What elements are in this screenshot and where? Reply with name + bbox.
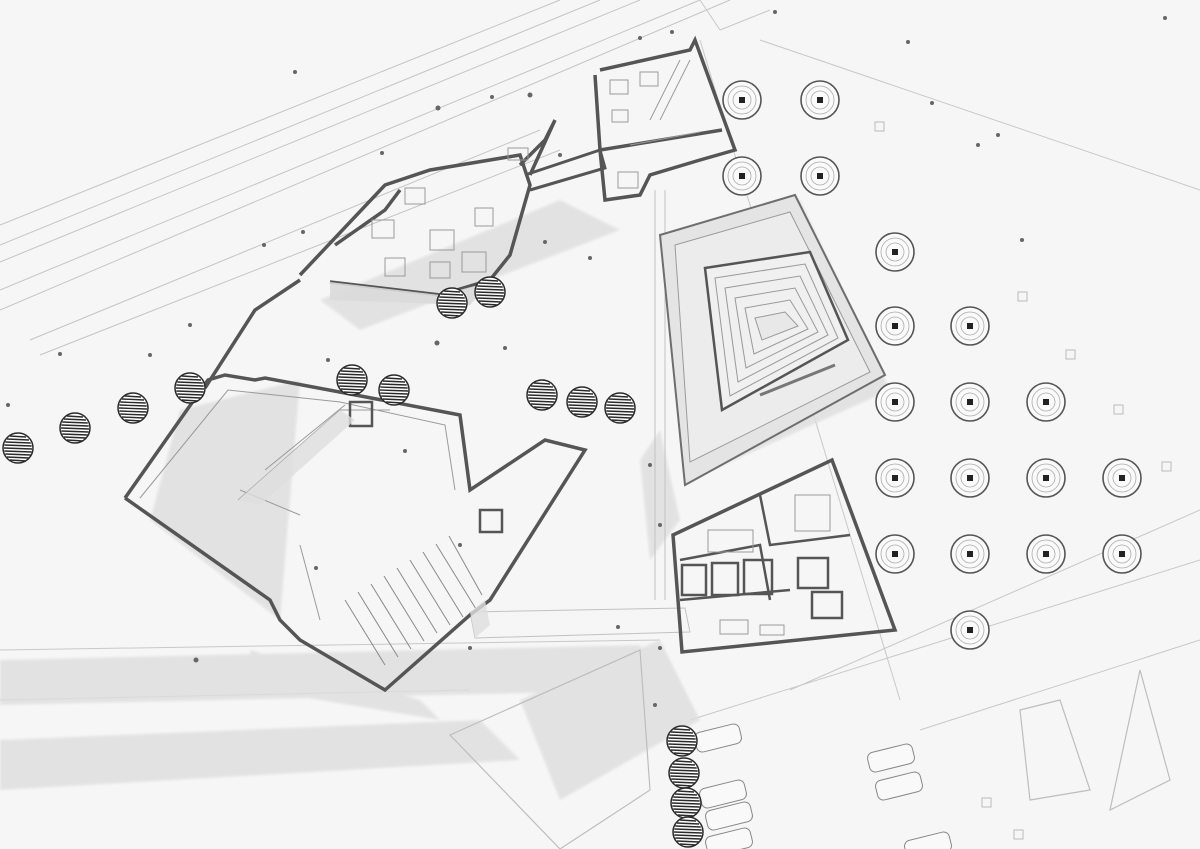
person-icon bbox=[262, 243, 266, 247]
person-icon bbox=[6, 403, 10, 407]
tree-icon bbox=[800, 156, 840, 196]
person-icon bbox=[468, 646, 472, 650]
tree-icon bbox=[436, 287, 468, 319]
tree-icon bbox=[950, 458, 990, 498]
tree-icon bbox=[336, 364, 368, 396]
tree-icon bbox=[474, 276, 506, 308]
tree-icon bbox=[117, 392, 149, 424]
person-icon bbox=[434, 340, 440, 346]
person-icon bbox=[773, 10, 777, 14]
tree-icon bbox=[604, 392, 636, 424]
person-icon bbox=[301, 230, 305, 234]
tree-icon bbox=[875, 534, 915, 574]
tree-icon bbox=[875, 458, 915, 498]
north-building-interior bbox=[371, 147, 529, 279]
person-icon bbox=[403, 449, 407, 453]
person-icon bbox=[653, 703, 657, 707]
se-office-interior bbox=[679, 494, 851, 620]
gallery-shadow bbox=[238, 410, 490, 638]
hatched-trees bbox=[2, 276, 704, 848]
tree-icon bbox=[526, 379, 558, 411]
person-icon bbox=[976, 143, 980, 147]
tree-icon bbox=[666, 725, 698, 757]
tree-icon bbox=[59, 412, 91, 444]
people-figures bbox=[6, 10, 1167, 707]
tree-icon bbox=[668, 757, 700, 789]
ne-pavilion bbox=[593, 35, 738, 202]
tree-icon bbox=[722, 156, 762, 196]
tree-icon bbox=[950, 306, 990, 346]
person-icon bbox=[543, 240, 547, 244]
person-icon bbox=[490, 95, 494, 99]
tree-icon bbox=[1026, 382, 1066, 422]
person-icon bbox=[326, 358, 330, 362]
tree-icon bbox=[950, 610, 990, 650]
person-icon bbox=[648, 463, 652, 467]
tree-icon bbox=[174, 372, 206, 404]
tree-icon bbox=[875, 382, 915, 422]
person-icon bbox=[58, 352, 62, 356]
auditorium-seating bbox=[344, 535, 483, 666]
west-gallery bbox=[123, 278, 588, 693]
person-icon bbox=[558, 153, 562, 157]
car-icon bbox=[867, 743, 915, 773]
tree-icon bbox=[800, 80, 840, 120]
person-icon bbox=[616, 625, 620, 629]
person-icon bbox=[588, 256, 592, 260]
tree-icon bbox=[1026, 458, 1066, 498]
tree-icon bbox=[950, 534, 990, 574]
person-icon bbox=[670, 30, 674, 34]
se-office-tables bbox=[707, 494, 831, 636]
person-icon bbox=[658, 646, 662, 650]
ne-pavilion-interior bbox=[609, 59, 701, 189]
person-icon bbox=[380, 151, 384, 155]
tree-icon bbox=[875, 232, 915, 272]
pyramid-building bbox=[658, 193, 887, 487]
person-icon bbox=[1163, 16, 1167, 20]
tree-icon bbox=[672, 816, 704, 848]
tree-icon bbox=[722, 80, 762, 120]
plaza-outlines bbox=[448, 649, 1171, 849]
person-icon bbox=[148, 353, 152, 357]
tree-icon bbox=[566, 386, 598, 418]
tree-icon bbox=[1102, 534, 1142, 574]
person-icon bbox=[527, 92, 533, 98]
person-icon bbox=[435, 105, 441, 111]
person-icon bbox=[1020, 238, 1024, 242]
person-icon bbox=[314, 566, 318, 570]
person-icon bbox=[293, 70, 297, 74]
person-icon bbox=[906, 40, 910, 44]
tree-icon bbox=[1026, 534, 1066, 574]
person-icon bbox=[188, 323, 192, 327]
car-icon bbox=[875, 771, 923, 801]
site-markers bbox=[874, 121, 1172, 840]
person-icon bbox=[503, 346, 507, 350]
car-icon bbox=[904, 831, 952, 849]
person-icon bbox=[638, 36, 642, 40]
person-icon bbox=[658, 523, 662, 527]
tree-icon bbox=[950, 382, 990, 422]
person-icon bbox=[193, 657, 199, 663]
tree-icon bbox=[1102, 458, 1142, 498]
ringed-trees bbox=[722, 80, 1142, 650]
car-icon bbox=[705, 801, 753, 831]
person-icon bbox=[930, 101, 934, 105]
tree-icon bbox=[875, 306, 915, 346]
tree-icon bbox=[378, 374, 410, 406]
person-icon bbox=[996, 133, 1000, 137]
tree-icon bbox=[670, 787, 702, 819]
person-icon bbox=[458, 543, 462, 547]
se-office bbox=[671, 457, 898, 654]
tree-icon bbox=[2, 432, 34, 464]
